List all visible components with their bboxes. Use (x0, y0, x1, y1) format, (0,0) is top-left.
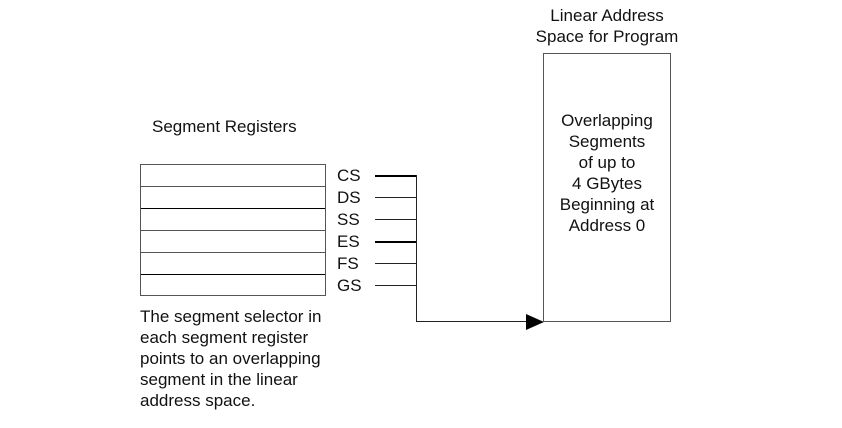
arrow-head-icon (526, 314, 544, 330)
segment-register-row-ss (141, 209, 325, 231)
connector-bus-vertical (416, 175, 417, 322)
register-label-ss: SS (337, 210, 360, 229)
register-label-es: ES (337, 232, 360, 251)
segment-register-table (140, 164, 326, 296)
linear-address-space-body-line-5: Beginning at (559, 195, 655, 214)
diagram-caption-line-4: segment in the linear (140, 370, 298, 389)
linear-address-space-box (543, 53, 671, 322)
linear-address-space-body: Overlapping Segments of up to 4 GBytes B… (543, 110, 671, 236)
connector-line-cs (375, 175, 417, 177)
diagram-caption: The segment selector in each segment reg… (140, 306, 380, 411)
linear-address-space-title-line-2: Space for Program (535, 27, 679, 46)
register-label-cs: CS (337, 166, 361, 185)
connector-line-es (375, 241, 417, 243)
connector-line-gs (375, 285, 417, 286)
linear-address-space-body-line-3: of up to (578, 153, 636, 172)
linear-address-space-body-line-4: 4 GBytes (572, 174, 642, 193)
register-label-ds: DS (337, 188, 361, 207)
segment-register-row-ds (141, 187, 325, 209)
segment-register-row-gs (141, 275, 325, 297)
diagram-caption-line-5: address space. (140, 391, 256, 410)
connector-line-ds (375, 197, 417, 198)
connector-line-fs (375, 263, 417, 264)
register-label-gs: GS (337, 276, 362, 295)
linear-address-space-body-line-6: Address 0 (568, 216, 646, 235)
segment-register-row-fs (141, 253, 325, 275)
linear-address-space-title-line-1: Linear Address (550, 6, 664, 25)
diagram-caption-line-3: points to an overlapping (140, 349, 321, 368)
diagram-caption-line-1: The segment selector in (140, 307, 322, 326)
segment-register-row-cs (141, 165, 325, 187)
register-label-fs: FS (337, 254, 359, 273)
linear-address-space-body-line-1: Overlapping (561, 111, 653, 130)
segment-register-row-es (141, 231, 325, 253)
connector-bus-horizontal (416, 321, 532, 322)
segment-registers-heading: Segment Registers (152, 117, 297, 136)
linear-address-space-title: Linear Address Space for Program (511, 5, 703, 47)
diagram-caption-line-2: each segment register (140, 328, 309, 347)
linear-address-space-body-line-2: Segments (568, 132, 646, 151)
connector-line-ss (375, 219, 417, 220)
